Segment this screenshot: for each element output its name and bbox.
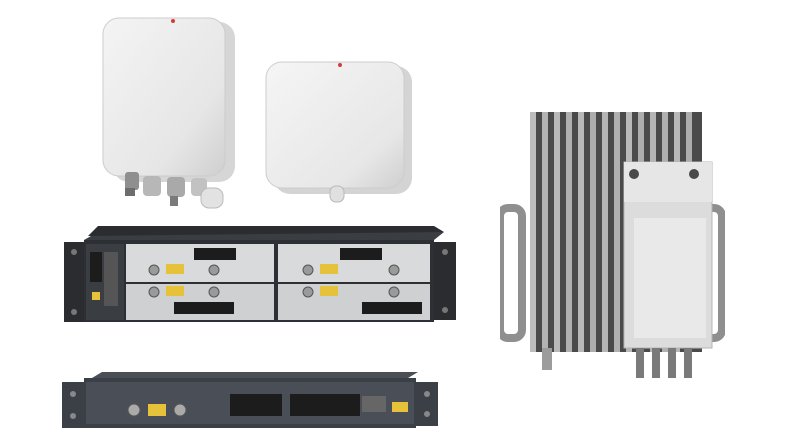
status-led <box>338 63 342 67</box>
outdoor-radio-unit-compact-drawing <box>265 61 412 203</box>
indoor-unit-2u-drawing <box>64 226 456 322</box>
outdoor-radio-unit-compact <box>262 58 417 208</box>
connector <box>329 185 345 203</box>
status-led <box>171 19 175 23</box>
outdoor-unit-heatsink <box>500 108 725 380</box>
indoor-unit-1u-chassis <box>62 368 438 432</box>
indoor-unit-1u-drawing <box>62 372 438 428</box>
line-cards <box>126 244 430 320</box>
connector-group <box>125 172 224 209</box>
indoor-unit-2u-chassis <box>64 222 456 326</box>
outdoor-unit-heatsink-drawing <box>500 112 725 378</box>
outdoor-radio-unit-large <box>95 12 245 212</box>
bottom-connectors <box>542 348 692 378</box>
outdoor-radio-unit-large-drawing <box>102 17 235 209</box>
